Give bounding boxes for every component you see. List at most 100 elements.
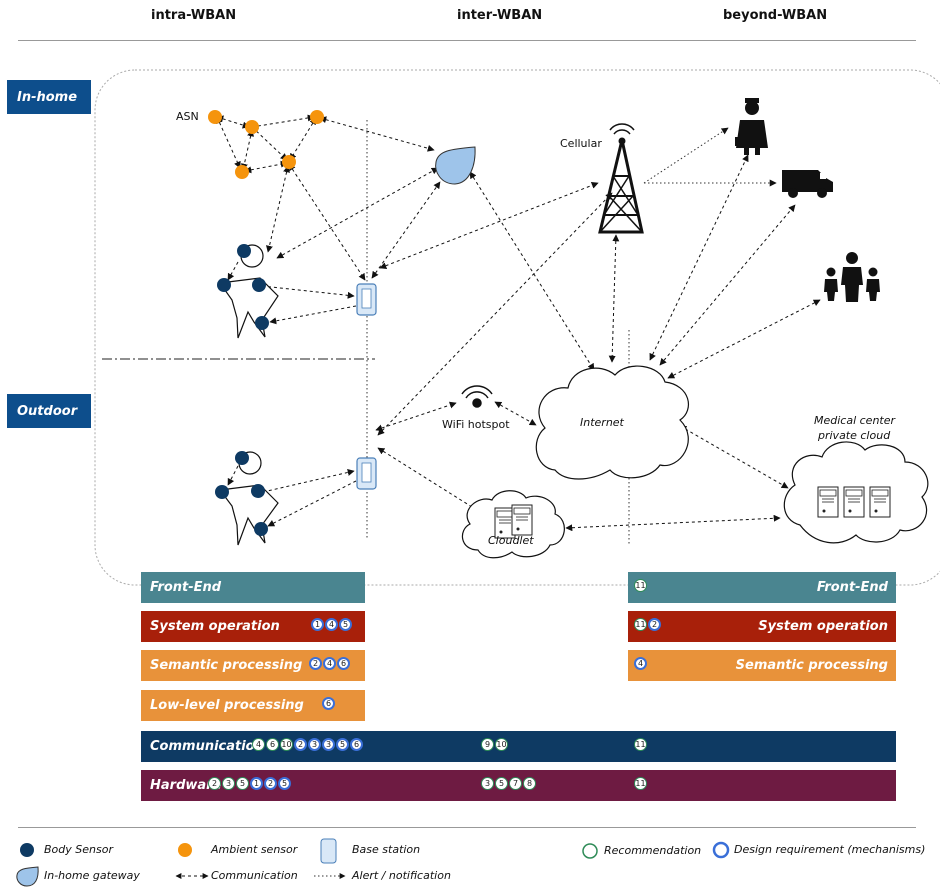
communication-label: Communication [150,739,264,754]
recommendation-badge: 11 [634,777,647,790]
frontend-right-label: Front-End [816,580,888,595]
system-operation-right-label: System operation [758,619,888,634]
recommendation-badge: 10 [495,738,508,751]
design-requirement-badge: 2 [648,618,661,631]
badges: 4 [634,657,647,670]
semantic-processing-left-label: Semantic processing [150,658,303,673]
recommendation-badge: 7 [509,777,522,790]
semantic-processing-right-label: Semantic processing [735,658,888,673]
legend-recommendation-symbol [582,843,598,859]
legend-gateway-symbol [16,866,39,887]
design-requirement-badge: 5 [278,777,291,790]
design-requirement-badge: 5 [336,738,349,751]
in-home-gateway-icon [435,146,476,185]
header-inter-wban: inter-WBAN [457,8,543,23]
design-requirement-badge: 4 [634,657,647,670]
zone-in-home: In-home [7,80,91,114]
top-divider [18,40,916,41]
low-level-processing-left-bar: Low-level processing 6 [141,690,365,721]
design-requirement-badge: 5 [339,618,352,631]
design-requirement-badge: 2 [309,657,322,670]
patient-outdoor [218,451,279,546]
badges: 11 [634,777,647,790]
frontend-right-bar: 11 Front-End [628,572,896,603]
legend-body-sensor-symbol [20,843,34,857]
legend-base-station-symbol [320,838,337,864]
patient-in-home [218,244,279,339]
design-requirement-badge: 3 [322,738,335,751]
design-requirement-badge: 2 [264,777,277,790]
recommendation-badge: 5 [495,777,508,790]
frontend-left-bar: Front-End [141,572,365,603]
server-rack-icon [817,486,891,518]
legend-divider [18,827,916,828]
system-operation-left-label: System operation [150,619,280,634]
recommendation-badge: 8 [523,777,536,790]
cloudlet-label: Cloudlet [488,534,534,547]
badges: 6 [322,697,335,710]
design-requirement-badge: 1 [250,777,263,790]
legend-recommendation-label: Recommendation [604,844,702,857]
legend-body-sensor-label: Body Sensor [44,843,113,856]
semantic-processing-right-bar: 4 Semantic processing [628,650,896,681]
header-beyond-wban: beyond-WBAN [723,8,828,23]
legend-ambient-sensor-label: Ambient sensor [211,843,298,856]
ambulance-icon [782,170,833,198]
recommendation-badge: 10 [280,738,293,751]
design-requirement-badge: 4 [325,618,338,631]
low-level-processing-left-label: Low-level processing [150,698,304,713]
design-requirement-badge: 4 [323,657,336,670]
legend-base-station-label: Base station [352,843,421,856]
asn-label: ASN [176,110,199,123]
legend-design-requirement-label: Design requirement (mechanisms) [734,843,926,856]
cellular-label: Cellular [560,137,602,150]
cell-tower-icon [598,123,644,234]
design-requirement-badge: 3 [308,738,321,751]
recommendation-badge: 6 [266,738,279,751]
wifi-hotspot-icon [461,385,493,408]
hardware-label: Hardware [150,778,222,793]
medical-center-label-2: private cloud [818,429,891,442]
legend-communication-label: Communication [211,869,298,882]
design-requirement-badge: 2 [294,738,307,751]
design-requirement-badge: 6 [322,697,335,710]
internet-label: Internet [580,416,624,429]
design-requirement-badge: 6 [350,738,363,751]
medical-center-label-1: Medical center [814,414,896,427]
recommendation-badge: 11 [634,738,647,751]
doctor-icon [735,98,768,155]
recommendation-badge: 5 [236,777,249,790]
recommendation-badge: 2 [208,777,221,790]
wifi-hotspot-label: WiFi hotspot [442,418,510,431]
internet-cloud [535,365,689,480]
recommendation-badge: 11 [634,579,647,592]
header-intra-wban: intra-WBAN [151,8,237,23]
recommendation-badge: 3 [222,777,235,790]
design-requirement-badge: 6 [337,657,350,670]
recommendation-badge: 4 [252,738,265,751]
legend-symbols [16,838,730,887]
ambient-sensor-group [208,110,324,179]
architecture-diagram [94,69,940,586]
recommendation-badge: 9 [481,738,494,751]
legend-gateway-label: In-home gateway [44,869,140,882]
legend-alert-label: Alert / notification [352,869,451,882]
badges: 11 [634,579,647,592]
design-requirement-badge: 1 [311,618,324,631]
legend-design-requirement-symbol [712,841,730,859]
badges: 11 [634,738,647,751]
family-icon [824,252,880,302]
recommendation-badge: 3 [481,777,494,790]
